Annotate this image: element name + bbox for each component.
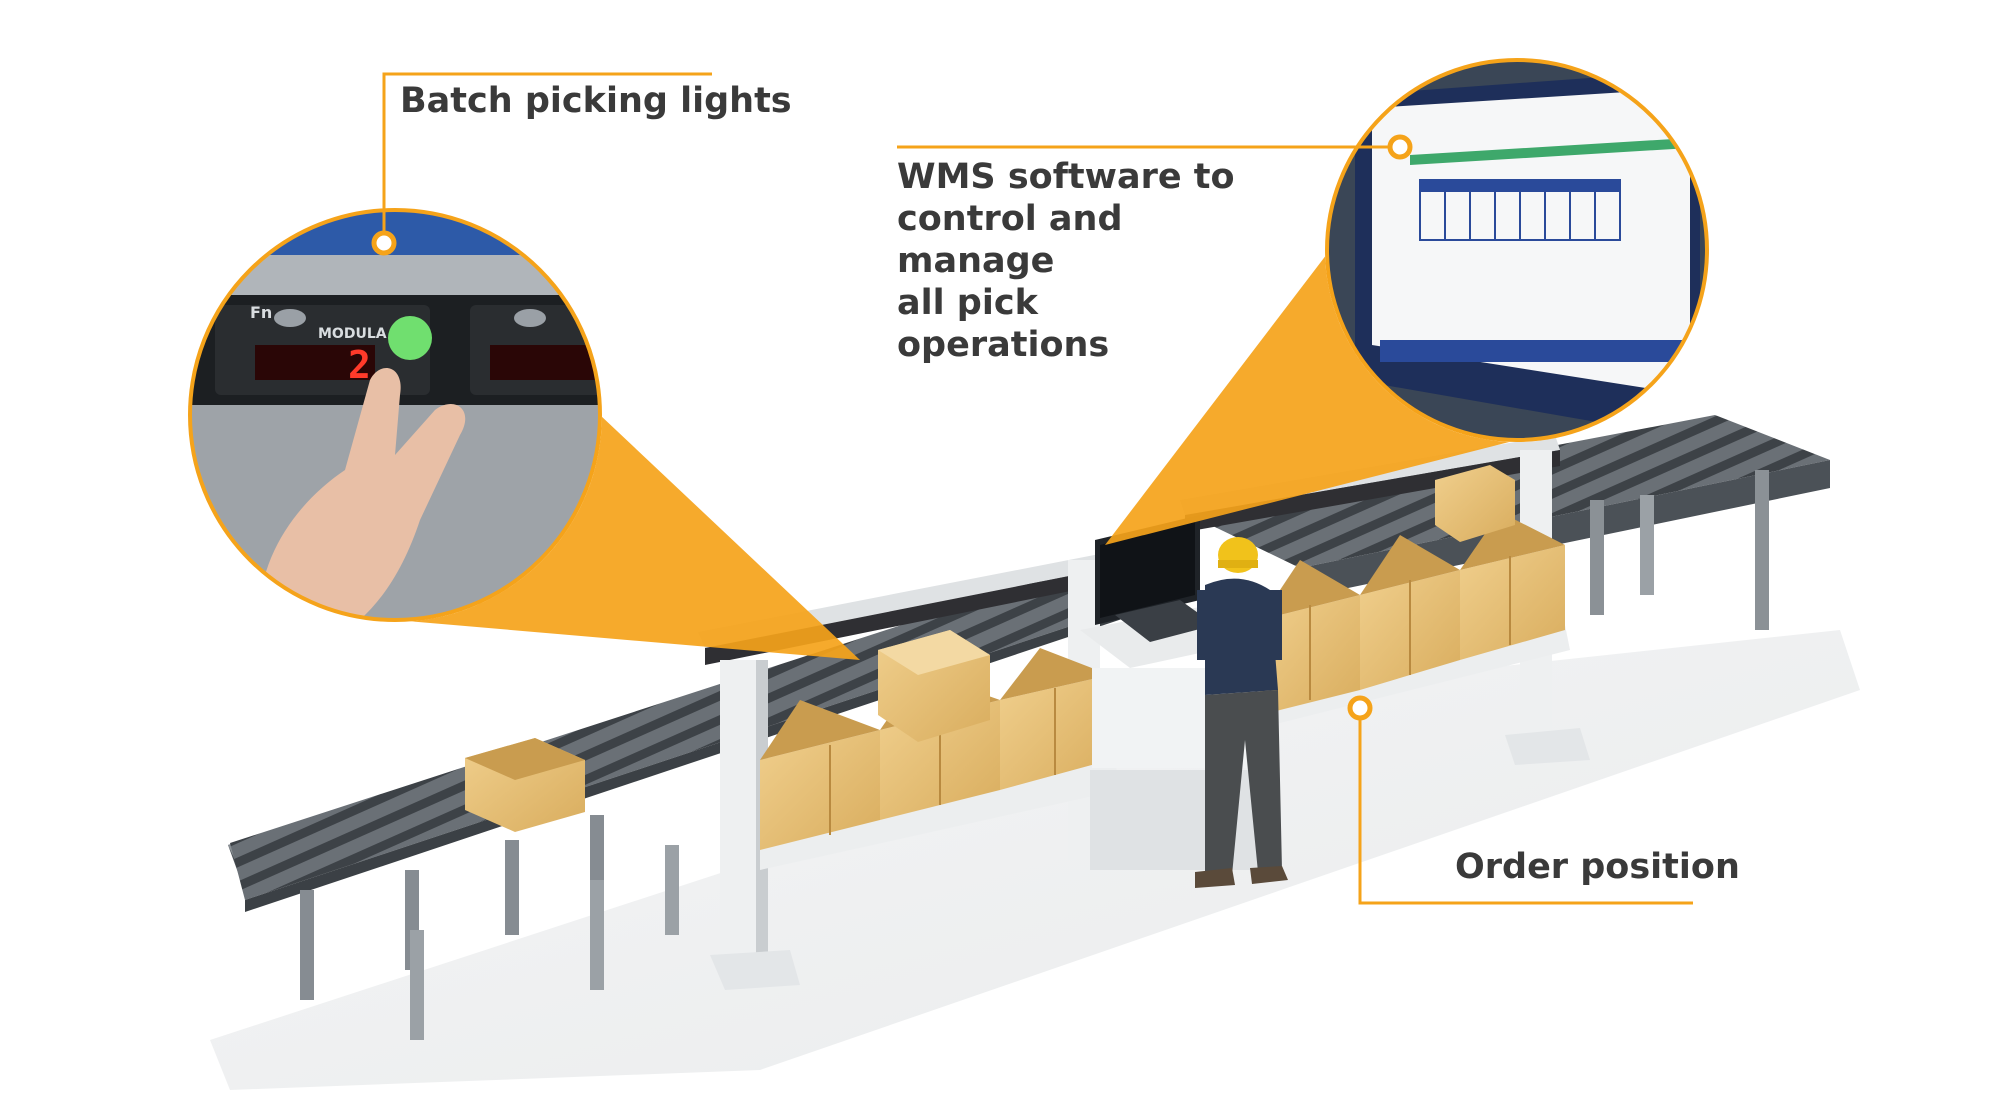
- leader-lines: [382, 72, 1693, 905]
- callout-cone-right: [1105, 250, 1517, 545]
- label-batch-picking-lights: Batch picking lights: [400, 81, 792, 121]
- bins-right: [1260, 512, 1565, 715]
- bins-left: [760, 648, 1110, 850]
- inset-brand-label: MODULA: [318, 326, 387, 342]
- floor-shadow: [210, 630, 1860, 1090]
- inset-digit: 2: [348, 343, 371, 387]
- hotspot-dot-icon: [371, 230, 397, 256]
- label-wms-software: WMS software to control and manage all p…: [897, 156, 1257, 366]
- hotspot-dots: [371, 134, 1413, 721]
- inset-wms-screen: [1325, 58, 1709, 442]
- inset-batch-lights: Fn MODULA 2: [188, 208, 602, 622]
- label-wms-line-3: all pick operations: [897, 283, 1110, 365]
- label-order-position: Order position: [1455, 847, 1740, 887]
- inset-fn-label: Fn: [250, 303, 272, 322]
- label-wms-line-1: WMS software to: [897, 157, 1235, 197]
- hotspot-dot-icon: [1387, 134, 1413, 160]
- label-wms-line-2: control and manage: [897, 199, 1123, 281]
- worker: [1195, 537, 1288, 888]
- hotspot-dot-icon: [1347, 695, 1373, 721]
- box-on-conveyor: [465, 738, 585, 832]
